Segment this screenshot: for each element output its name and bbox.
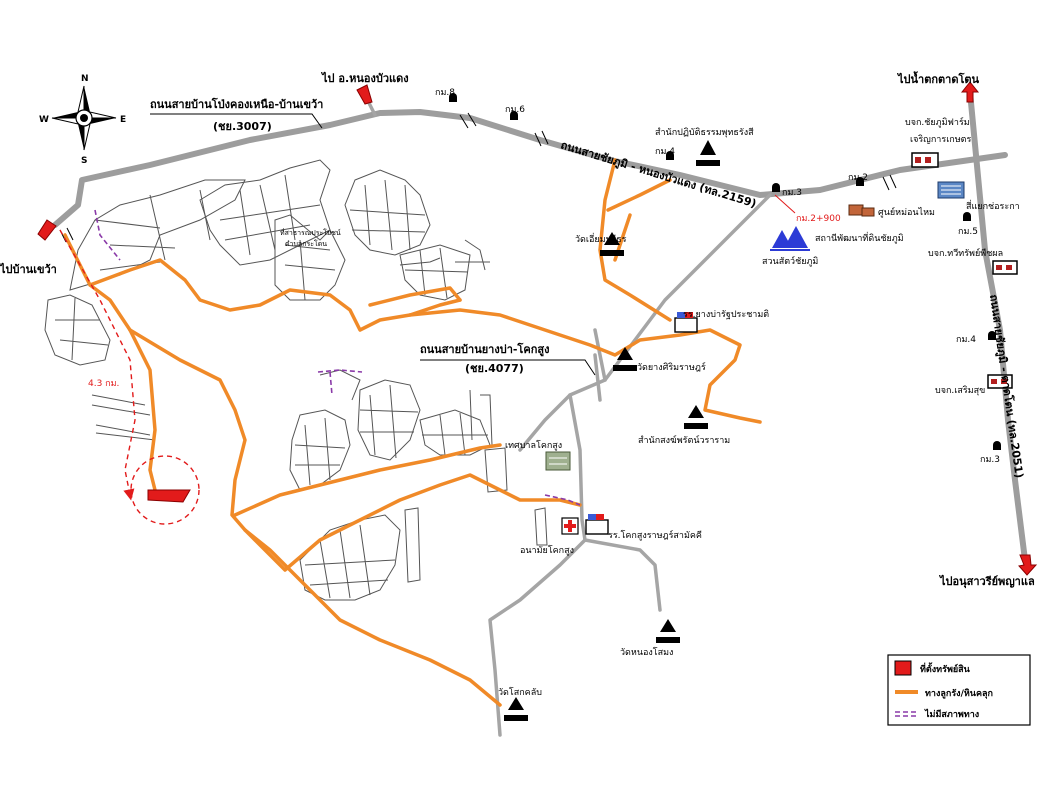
- label-school-khok: รร.โคกสูงราษฎร์สามัคคี: [608, 529, 702, 541]
- legend-noroad-label: ไม่มีสภาพทาง: [924, 708, 979, 720]
- dest-ya-mo: ไปอนุสาวรีย์พญาแล: [938, 574, 1035, 589]
- dest-tat-ton: ไปน้ำตกตาดโตน: [896, 71, 980, 86]
- label-samnak-song: สำนักสงฆ์พรัตน์วราราม: [638, 434, 730, 446]
- km2-900-label: กม.2+900: [796, 214, 841, 224]
- property-location: [59, 229, 200, 525]
- km3-right-label: กม.3: [980, 455, 1000, 465]
- label-samnak-patibat: สำนักปฏิบัติธรรมพุทธรังสี: [655, 127, 754, 138]
- legend-gravel-label: ทางลูกรัง/หินคลุก: [925, 688, 993, 699]
- label-school-yang: รร.ยางบ่ารัฐประชามติ: [683, 309, 769, 320]
- label-center: ศูนย์หม่อนไหม: [878, 206, 935, 218]
- label-charoen: เจริญการเกษตร: [910, 134, 971, 145]
- road-4077-code: (ชย.4077): [465, 362, 524, 375]
- main-roads: [52, 89, 1028, 563]
- silk-center-icon: [937, 181, 965, 199]
- km8-label: กม.8: [435, 88, 455, 98]
- distance-label: 4.3 กม.: [88, 379, 119, 389]
- km2-label: กม.2: [848, 173, 868, 183]
- municipality-icon: [545, 451, 571, 471]
- arrow-to-ya-mo: [1018, 554, 1038, 576]
- compass-east: E: [120, 115, 126, 125]
- road-3007-code: (ชย.3007): [213, 120, 272, 133]
- legend-property-label: ที่ตั้งทรัพย์สิน: [920, 662, 971, 675]
- leader-lines: [150, 113, 796, 376]
- school-icon: [585, 312, 698, 535]
- compass-west: W: [39, 115, 49, 125]
- legend-property-swatch: [894, 660, 912, 676]
- label-tessaban: เทศบาลโคกสูง: [505, 440, 562, 451]
- land-parcels: [44, 159, 548, 601]
- company-building-icon: [911, 152, 1018, 389]
- label-wat-nong: วัดหนองโสมง: [620, 647, 673, 658]
- label-anamai: อนามัยโคกสูง: [520, 545, 574, 556]
- direction-arrows: [37, 81, 1038, 576]
- arrow-to-ban-khwao: [37, 219, 57, 241]
- secondary-roads: [488, 193, 772, 737]
- label-wat-iam: วัดเอี่ยมปรีธร: [575, 232, 627, 245]
- label-sathani: สถานีพัฒนาที่ดินชัยภูมิ: [815, 231, 904, 244]
- dest-ban-khwao: ไปบ้านเขว้า: [0, 262, 57, 276]
- label-thawi: บจก.ทวีทรัพย์พืชผล: [928, 247, 1003, 259]
- km4-right-label: กม.4: [956, 335, 976, 345]
- road-4077-name: ถนนสายบ้านยางบ่า-โคกสูง: [420, 342, 549, 357]
- label-reserve-1: ที่สาธารณประโยชน์: [280, 228, 341, 237]
- compass-rose: N S E W: [39, 74, 126, 166]
- health-center-icon: [561, 517, 579, 535]
- label-wat-sok: วัดโสกคลับ: [498, 687, 542, 698]
- label-reserve-2: ตำบลกระโดน: [285, 239, 327, 248]
- dest-nong-bua-daeng: ไป อ.หนองบัวแดง: [320, 71, 409, 85]
- label-sam-yaek: สี่แยกช่อระกา: [966, 199, 1020, 212]
- road-break-marks: [59, 112, 897, 243]
- km6-label: กม.6: [505, 105, 525, 115]
- no-road-paths: [94, 209, 581, 506]
- label-soem: บจก.เสริมสุข: [935, 385, 985, 396]
- arrow-to-nong-bua-daeng: [356, 84, 373, 105]
- road-3007-name: ถนนสายบ้านโป่งคองเหนือ-บ้านเขว้า: [150, 97, 323, 111]
- km-post-icon: [449, 93, 1001, 450]
- label-wat-yang: วัดยางศิริมราษฎร์: [637, 361, 706, 373]
- km3-top-label: กม.3: [782, 188, 802, 198]
- arrow-to-tat-ton: [960, 81, 980, 103]
- km4-top-label: กม.4: [655, 147, 675, 157]
- km5-label: กม.5: [958, 227, 978, 237]
- station-icon: [848, 204, 875, 217]
- compass-north: N: [81, 74, 89, 84]
- label-suan-sat: สวนสัตว์ชัยภูมิ: [762, 255, 818, 267]
- compass-south: S: [81, 156, 87, 166]
- zoo-icon: [770, 226, 810, 251]
- legend: ที่ตั้งทรัพย์สิน ทางลูกรัง/หินคลุก ไม่มี…: [887, 654, 1031, 726]
- label-farm: บจก.ชัยภูมิฟาร์ม: [905, 116, 970, 128]
- landmark-icons: [449, 93, 1018, 721]
- temple-icon: [504, 140, 720, 721]
